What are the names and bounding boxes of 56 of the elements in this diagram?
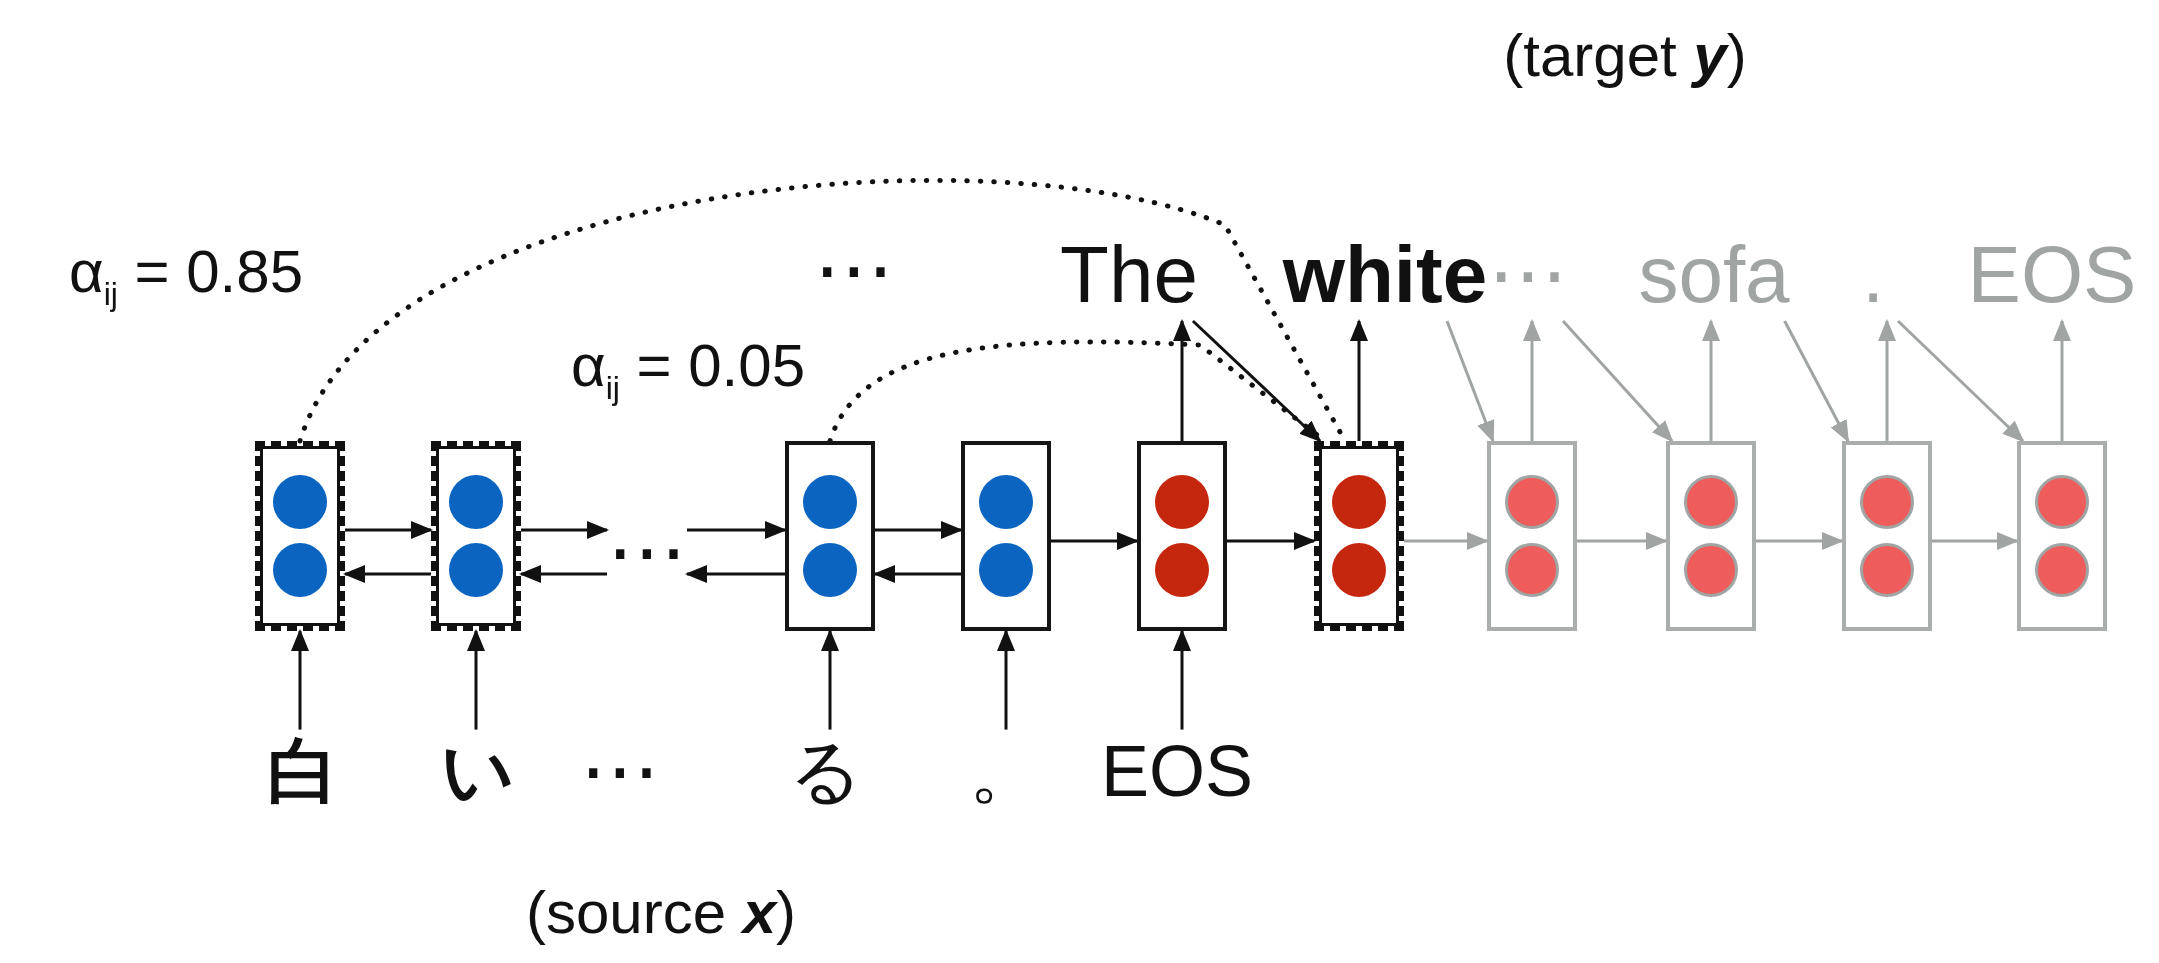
arrow — [1577, 532, 1668, 550]
rnn-cell — [785, 441, 875, 631]
sequence-label: (target y) — [1503, 20, 1747, 90]
rnn-cell — [255, 441, 345, 631]
word-token: The — [1060, 229, 1198, 321]
arrow — [521, 521, 609, 539]
word-token: white — [1282, 229, 1488, 321]
word-token: 白 — [267, 729, 339, 813]
word-token: sofa — [1638, 229, 1790, 321]
rnn-cell — [431, 441, 521, 631]
arrow — [1051, 532, 1139, 550]
word-token: . — [1843, 229, 1903, 321]
word-token: い — [441, 729, 515, 813]
word-token: ⋯ — [1488, 229, 1568, 321]
arrow — [1404, 532, 1489, 550]
arrow — [997, 629, 1015, 730]
rnn-cell — [1666, 441, 1756, 631]
word-token: EOS — [1100, 729, 1254, 813]
arrow — [1191, 319, 1322, 443]
arrow — [1227, 532, 1316, 550]
rnn-cell — [1314, 441, 1404, 631]
arrow — [1756, 532, 1844, 550]
word-token: 。 — [969, 729, 1041, 813]
arrow — [1173, 319, 1191, 441]
ellipsis: ⋯ — [814, 224, 894, 316]
word-token: る — [789, 729, 863, 813]
rnn-cell — [2017, 441, 2107, 631]
rnn-cell — [961, 441, 1051, 631]
rnn-cell — [1137, 441, 1227, 631]
word-token: EOS — [1967, 229, 2137, 321]
arrow — [2053, 319, 2071, 441]
arrow — [343, 565, 431, 583]
arrow — [1350, 319, 1368, 441]
arrow — [1173, 629, 1191, 730]
ellipsis: ⋯ — [580, 725, 660, 817]
ellipsis: ⋯ — [607, 506, 687, 598]
arrow — [1878, 319, 1896, 441]
rnn-cell — [1487, 441, 1577, 631]
arrow — [467, 629, 485, 730]
arrow — [1445, 320, 1495, 443]
sequence-label: (source x) — [525, 877, 797, 947]
arrow — [1932, 532, 2019, 550]
arrow — [519, 565, 607, 583]
arrow — [1561, 320, 1674, 443]
arrow — [1702, 319, 1720, 441]
arrow — [821, 629, 839, 730]
arrow — [875, 521, 963, 539]
arrow — [1783, 320, 1850, 443]
arrow — [345, 521, 433, 539]
arrow — [291, 629, 309, 730]
arrow — [687, 521, 787, 539]
rnn-cell — [1842, 441, 1932, 631]
arrow — [1896, 319, 2025, 443]
arrow — [1523, 319, 1541, 441]
arrow — [873, 565, 961, 583]
arrow — [685, 565, 785, 583]
